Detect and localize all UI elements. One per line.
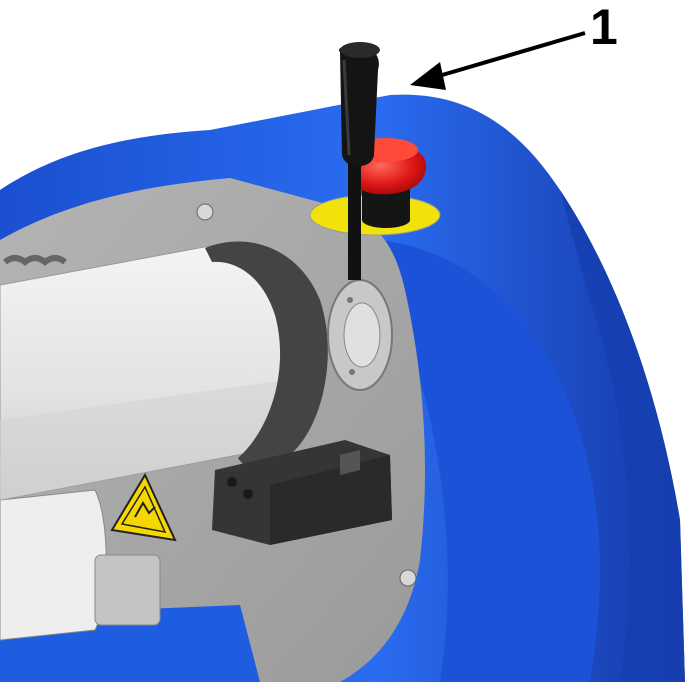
lower-cylinder bbox=[0, 489, 107, 641]
shaft-collar bbox=[205, 241, 328, 469]
callout-arrow bbox=[410, 31, 586, 90]
lower-shaft-end bbox=[94, 554, 161, 626]
lever-handle bbox=[339, 42, 380, 280]
screw bbox=[399, 569, 417, 587]
screw bbox=[196, 203, 214, 221]
callout-label: 1 bbox=[590, 0, 618, 55]
housing-rim bbox=[380, 240, 600, 682]
warning-sign-icon bbox=[110, 472, 177, 542]
